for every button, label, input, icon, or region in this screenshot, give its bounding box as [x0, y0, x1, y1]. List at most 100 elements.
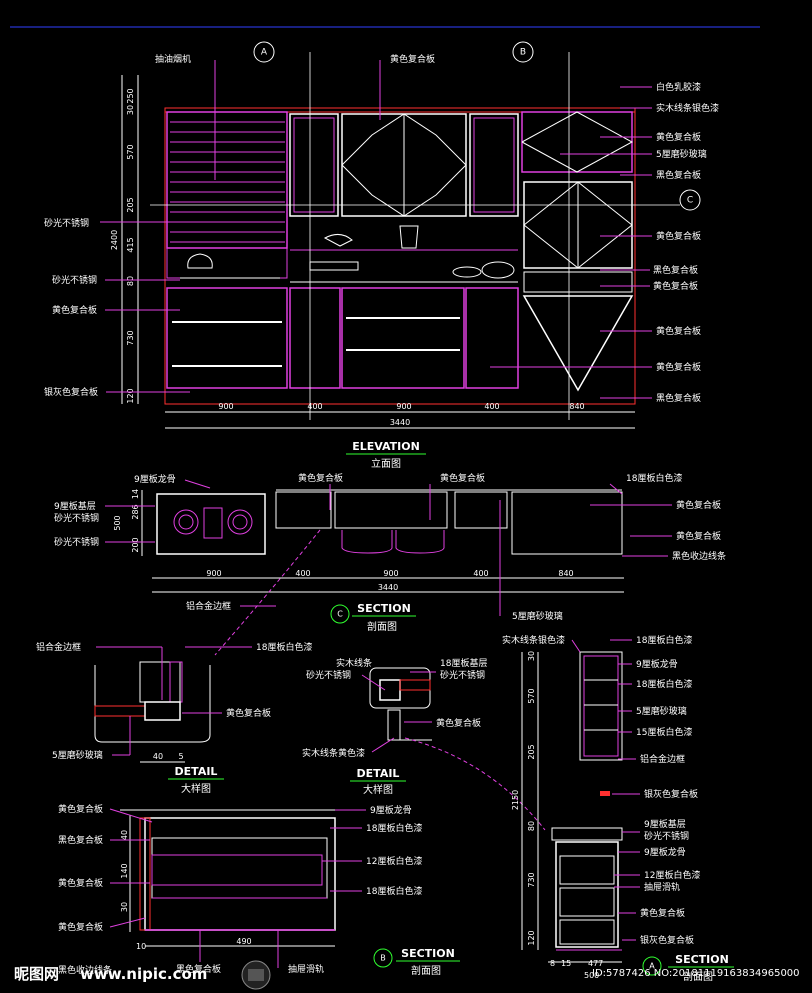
elev-dim-total-height: 2400	[110, 230, 119, 250]
elev-label-left-3: 砂光不锈钢	[52, 274, 97, 286]
seca-dim-h-4: 500	[584, 971, 599, 980]
secb-label-right-5: 抽屉滑轨	[288, 963, 324, 975]
secc-label-3: 砂光不锈钢	[54, 512, 99, 524]
elev-label-right-10: 黄色复合板	[656, 361, 701, 373]
seca-dim-v-3: 205	[527, 744, 536, 759]
seca-label-13: 抽屉滑轨	[644, 881, 680, 893]
elev-dim-v-2: 30	[126, 105, 135, 115]
secc-dim-v-3: 200	[131, 537, 140, 552]
secb-marker-label: B	[380, 954, 386, 963]
seca-label-14: 黄色复合板	[640, 907, 685, 919]
det1-label-3: 黄色复合板	[226, 707, 271, 719]
detail-2-view: 实木线条 砂光不锈钢 18厘板基层 砂光不锈钢 黄色复合板 实木线条黄色漆 DE…	[302, 657, 546, 831]
secc-marker-label: C	[337, 610, 343, 619]
watermark: 昵图网 www.nipic.com ID:5787426 NO:20181119…	[14, 960, 800, 990]
secc-label-9: 黄色复合板	[676, 530, 721, 542]
seca-label-6: 15厘板白色漆	[636, 726, 692, 738]
secc-dim-h-3: 900	[383, 569, 398, 578]
watermark-logo: 昵图网	[14, 965, 59, 983]
seca-label-10: 砂光不锈钢	[644, 830, 689, 842]
watermark-emblem-inner	[248, 969, 264, 981]
section-c-view: 14 286 200 500 900 400 900 400 840 3440 …	[54, 472, 726, 656]
seca-label-3: 9厘板龙骨	[636, 658, 678, 670]
det1-dim-1: 40	[153, 752, 163, 761]
secb-label-right-1: 9厘板龙骨	[370, 804, 412, 816]
secb-dim-v-2: 140	[120, 863, 129, 878]
elev-label-left-4: 黄色复合板	[52, 304, 97, 316]
secc-label-4: 砂光不锈钢	[54, 536, 99, 548]
elev-dim-h-4: 400	[484, 402, 499, 411]
seca-label-15: 银灰色复合板	[640, 934, 694, 946]
det1-label-4: 5厘磨砂玻璃	[52, 749, 103, 761]
secc-label-5: 黄色复合板	[298, 472, 343, 484]
secc-label-8: 黄色复合板	[676, 499, 721, 511]
elev-dim-total-width: 3440	[390, 418, 410, 427]
watermark-id: ID:5787426 NO:20181119163834965000	[592, 968, 800, 979]
elev-dim-h-5: 840	[569, 402, 584, 411]
secb-dim-v-4: 10	[136, 942, 146, 951]
secc-dim-v-1: 14	[131, 489, 140, 499]
watermark-url: www.nipic.com	[80, 965, 207, 983]
secc-label-2: 9厘板基层	[54, 500, 96, 512]
secc-dim-h-1: 900	[206, 569, 221, 578]
secb-label-left-4: 黄色复合板	[58, 921, 103, 933]
elevation-subtitle: 立面图	[371, 457, 401, 470]
section-b-view: 40 140 30 10 490 黄色复合板 黑色复合板 黄色复合板 黄色复合板…	[58, 803, 460, 977]
secc-dim-h-4: 400	[473, 569, 488, 578]
detail-1-view: 铝合金边框 18厘板白色漆 黄色复合板 5厘磨砂玻璃 40 5 DETAIL 大…	[36, 641, 312, 795]
secb-dim-v-3: 30	[120, 902, 129, 912]
elev-label-right-3: 黄色复合板	[656, 131, 701, 143]
seca-label-5: 5厘磨砂玻璃	[636, 705, 687, 717]
secb-dim-h: 490	[236, 937, 251, 946]
secb-dim-v-1: 40	[120, 830, 129, 840]
section-b-title: SECTION	[401, 947, 455, 960]
seca-dim-h-1: 8	[550, 959, 555, 968]
seca-label-4: 18厘板白色漆	[636, 678, 692, 690]
elev-dim-v-4: 205	[126, 197, 135, 212]
det2-label-6: 实木线条黄色漆	[302, 747, 365, 759]
seca-label-1: 实木线条银色漆	[502, 634, 565, 646]
elev-label-left-1: 抽油烟机	[155, 53, 191, 65]
secb-label-left-3: 黄色复合板	[58, 877, 103, 889]
marker-a-label: A	[261, 48, 268, 58]
elev-label-right-9: 黄色复合板	[656, 325, 701, 337]
seca-dim-v-2: 570	[527, 688, 536, 703]
secb-label-left-1: 黄色复合板	[58, 803, 103, 815]
det2-label-1: 实木线条	[336, 657, 372, 669]
detail-2-title: DETAIL	[357, 767, 400, 780]
elev-label-right-2: 实木线条银色漆	[656, 102, 719, 114]
elevation-view: A B C 250 30 570 205 415 80 730 120 2400…	[44, 41, 719, 470]
marker-c-label: C	[687, 196, 693, 206]
elev-dim-v-7: 730	[126, 330, 135, 345]
elev-label-right-8: 黄色复合板	[653, 280, 698, 292]
secb-label-left-2: 黑色复合板	[58, 834, 103, 846]
det1-label-2: 18厘板白色漆	[256, 641, 312, 653]
det2-label-2: 砂光不锈钢	[306, 669, 351, 681]
secc-dim-v-2: 286	[131, 504, 140, 519]
seca-dim-total-height: 2150	[511, 790, 520, 810]
elev-dim-h-3: 900	[396, 402, 411, 411]
elev-right-labels: 白色乳胶漆 实木线条银色漆 黄色复合板 5厘磨砂玻璃 黑色复合板 黄色复合板 黑…	[490, 81, 719, 404]
seca-dim-v-5: 730	[527, 872, 536, 887]
marker-b-label: B	[520, 48, 526, 58]
seca-dim-h-3: 477	[588, 959, 603, 968]
section-a-title: SECTION	[675, 953, 729, 966]
seca-label-11: 9厘板龙骨	[644, 846, 686, 858]
elev-label-left-2: 砂光不锈钢	[44, 217, 89, 229]
section-c-subtitle: 剖面图	[367, 620, 397, 633]
elev-dim-v-5: 415	[126, 237, 135, 252]
detail-1-title: DETAIL	[175, 765, 218, 778]
seca-label-9: 9厘板基层	[644, 818, 686, 830]
elev-label-right-7: 黑色复合板	[653, 264, 698, 276]
det2-label-3: 18厘板基层	[440, 657, 487, 669]
secc-label-12: 5厘磨砂玻璃	[512, 610, 563, 622]
seca-label-12: 12厘板白色漆	[644, 869, 700, 881]
seca-marker-label: A	[649, 962, 655, 971]
seca-label-2: 18厘板白色漆	[636, 634, 692, 646]
det2-label-5: 黄色复合板	[436, 717, 481, 729]
elev-label-right-5: 黑色复合板	[656, 169, 701, 181]
det1-dim-2: 5	[178, 752, 183, 761]
det2-label-4: 砂光不锈钢	[440, 669, 485, 681]
section-a-subtitle: 剖面图	[683, 970, 713, 983]
elevation-title: ELEVATION	[352, 440, 420, 453]
